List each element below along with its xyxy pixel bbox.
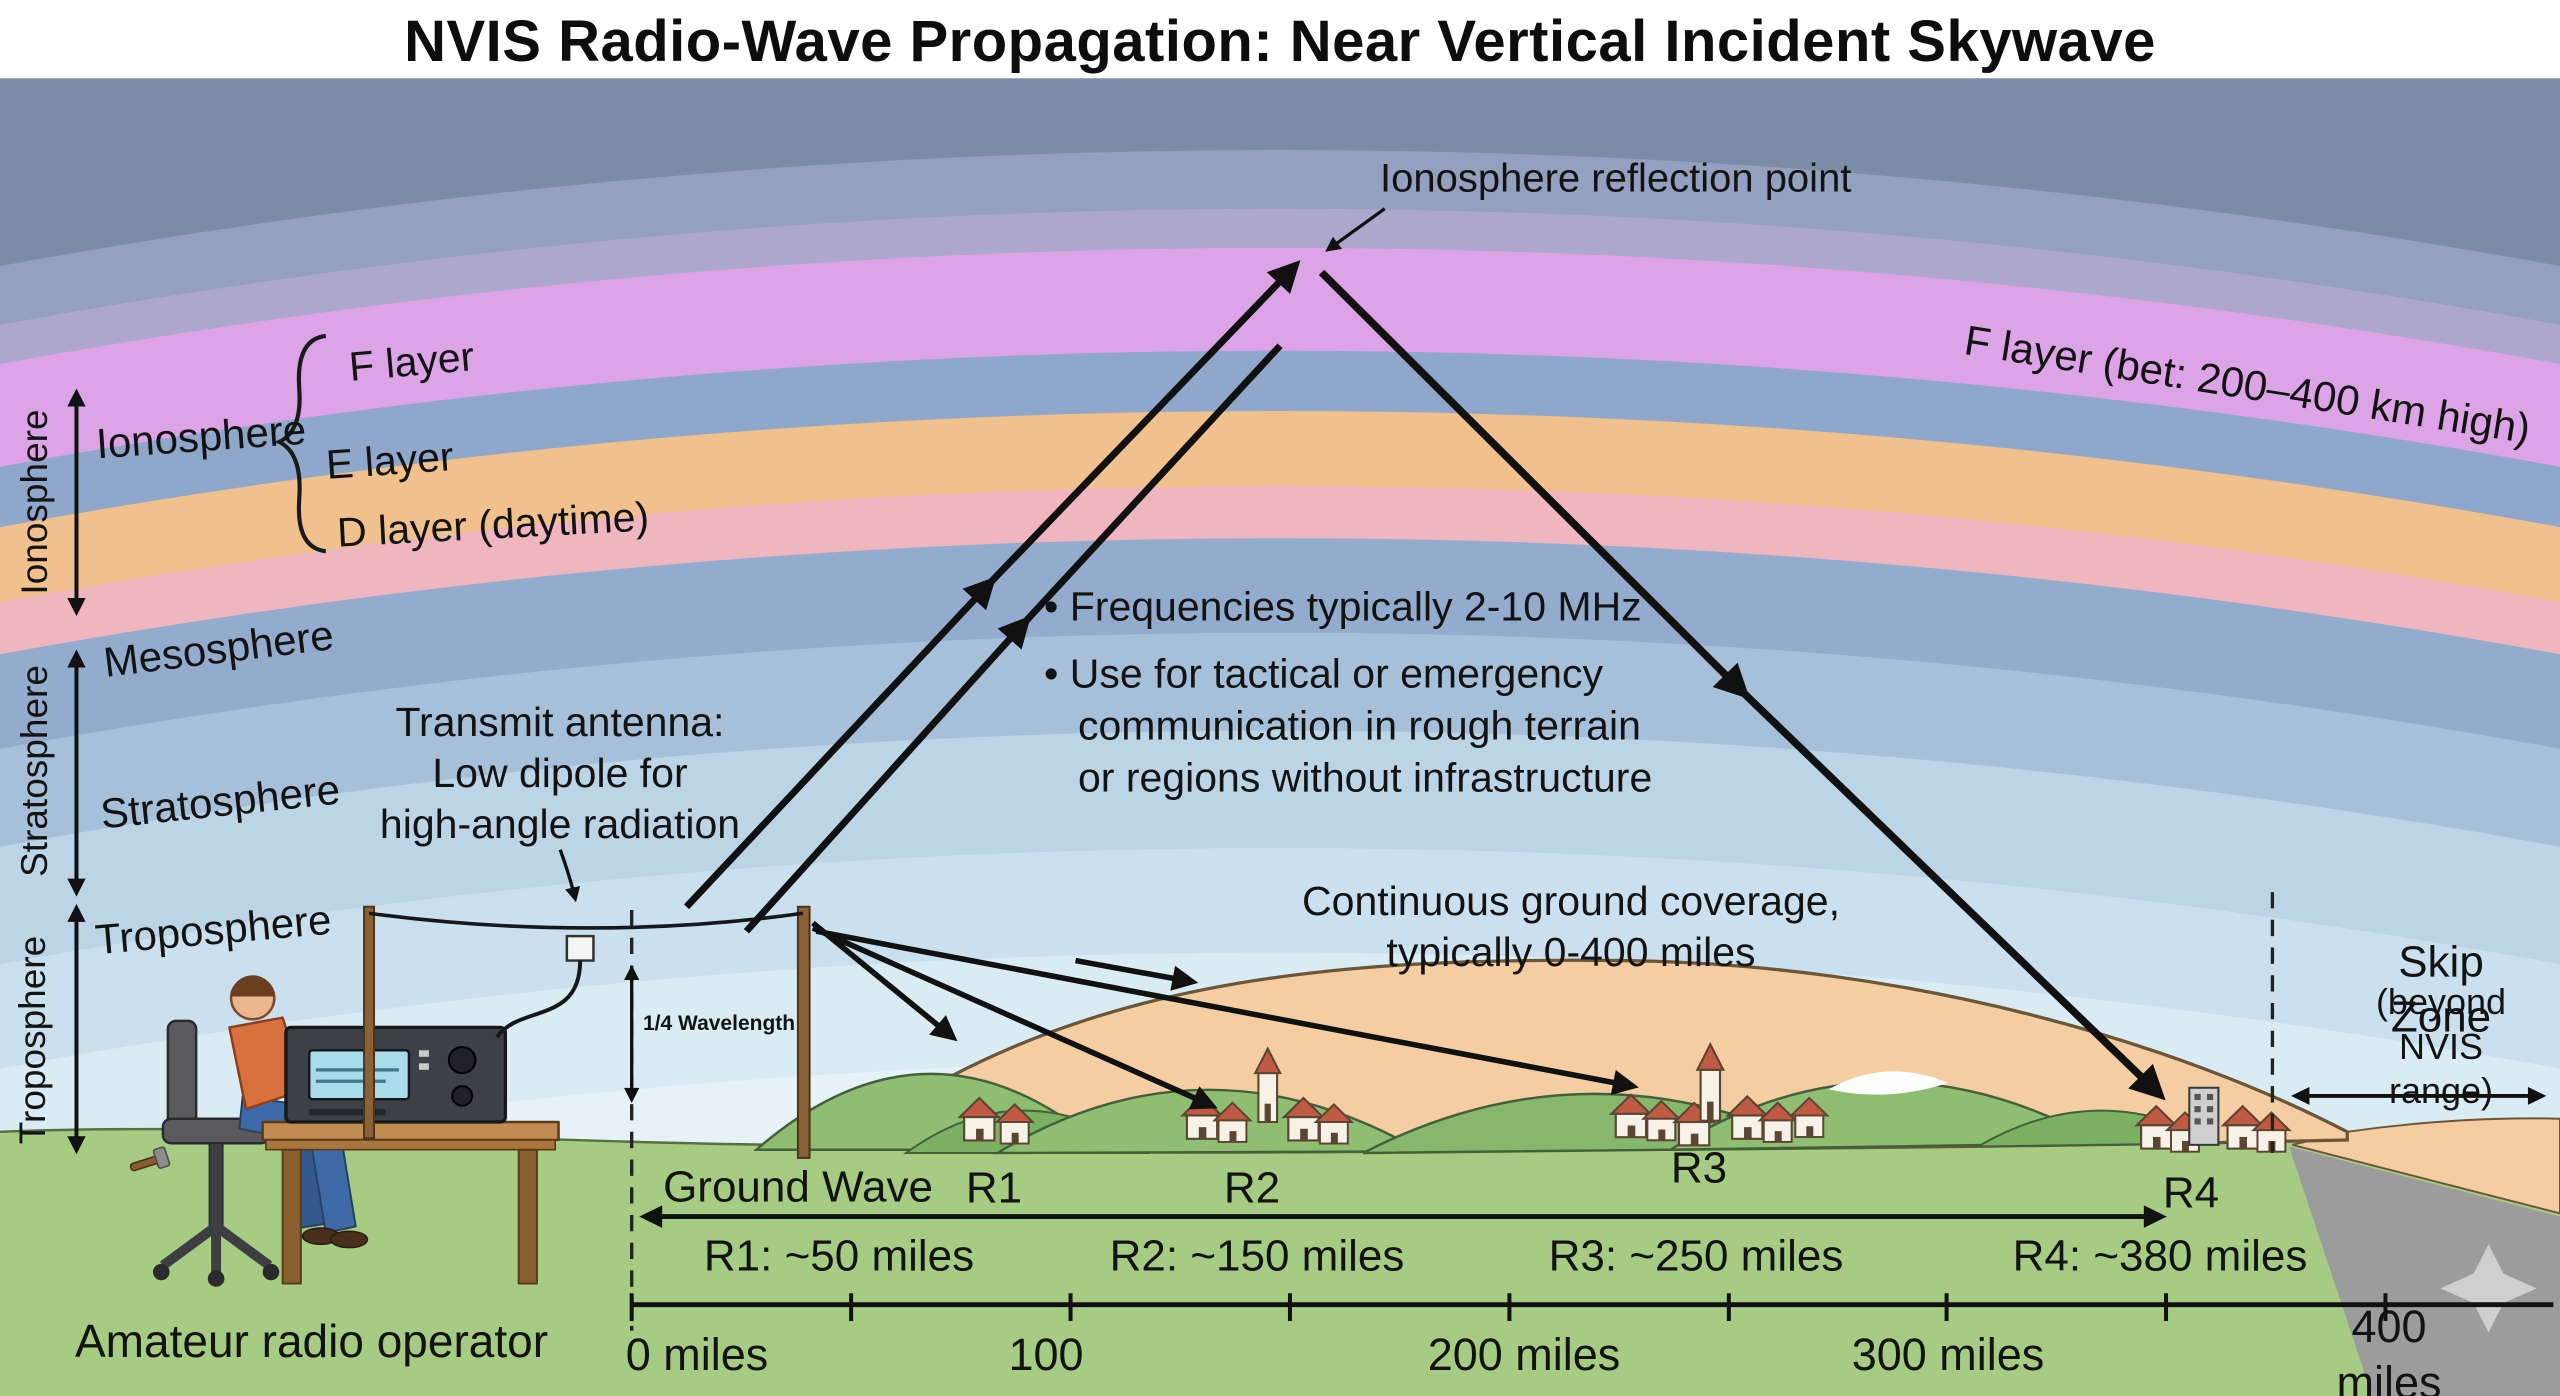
label-ground-wave: Ground Wave — [663, 1162, 933, 1212]
tool-icon — [129, 1146, 171, 1172]
arrows — [67, 207, 2547, 1228]
label-r2: R2 — [1223, 1163, 1281, 1213]
axis-label-300: 300 miles — [1851, 1329, 2045, 1381]
desk — [261, 1120, 560, 1285]
label-amateur-operator: Amateur radio operator — [75, 1315, 549, 1367]
side-label-ionosphere: Ionosphere — [14, 409, 55, 595]
ground-green — [0, 1129, 2560, 1396]
tuning-knob-icon — [447, 1046, 477, 1075]
label-r4-range: R4: ~380 miles — [2012, 1231, 2308, 1281]
coax-feedline — [495, 960, 583, 1039]
bullet-use-line1: • Use for tactical or emergency — [1044, 650, 1603, 697]
bullet-use-line2: communication in rough terrain — [1078, 702, 1641, 749]
layers-brace — [274, 333, 327, 554]
groundwave-fan-arrow-1 — [811, 920, 958, 1042]
antenna-pointer-arrow — [558, 849, 581, 903]
skywave-up-arrow-1 — [683, 260, 1301, 910]
antenna-pole-right — [796, 905, 811, 1159]
label-r4: R4 — [2162, 1168, 2220, 1218]
label-skip-zone: Skip Zone — [2390, 937, 2492, 1041]
label-r1: R1 — [965, 1163, 1023, 1213]
label-r3: R3 — [1670, 1143, 1728, 1193]
page-title: NVIS Radio-Wave Propagation: Near Vertic… — [404, 9, 2156, 74]
label-r2-range: R2: ~150 miles — [1109, 1231, 1405, 1281]
label-e-layer: E layer — [324, 433, 456, 488]
label-reflection-point: Ionosphere reflection point — [1380, 156, 1852, 201]
bullet-frequencies: • Frequencies typically 2-10 MHz — [1044, 583, 1642, 630]
label-skip-zone-sub: (beyond NVIS range) — [2375, 981, 2507, 1112]
axis-label-100: 100 — [1008, 1329, 1084, 1381]
compass-star-icon — [2440, 1244, 2537, 1333]
axis-label-400: 400 miles — [2336, 1301, 2442, 1396]
label-r1-range: R1: ~50 miles — [703, 1231, 975, 1281]
antenna — [363, 905, 811, 1159]
groundwave-fan-arrow-3 — [815, 928, 1639, 1096]
label-ground-coverage: Continuous ground coverage, typically 0-… — [1302, 878, 1840, 975]
antenna-pole-left — [363, 905, 376, 1140]
dipole-wire — [368, 911, 804, 930]
operator-scene — [129, 975, 560, 1287]
bullet-use-line3: or regions without infrastructure — [1078, 754, 1653, 801]
axis-label-200: 200 miles — [1427, 1329, 1621, 1381]
side-label-troposphere: Troposphere — [12, 935, 53, 1145]
coverage-pointer-arrow — [1075, 957, 1199, 991]
label-transmit-antenna: Transmit antenna: Low dipole for high-an… — [379, 698, 741, 847]
radio-display — [307, 1049, 411, 1101]
groundwave-fan-arrow-2 — [811, 925, 1218, 1110]
reflection-pointer-arrow — [1325, 207, 1386, 252]
side-label-stratosphere: Stratosphere — [14, 665, 55, 877]
feedpoint-balun — [565, 934, 595, 962]
label-quarter-wavelength: 1/4 Wavelength — [643, 1012, 796, 1035]
skywave-up-arrow-2 — [743, 343, 1283, 934]
label-r3-range: R3: ~250 miles — [1548, 1231, 1844, 1281]
volume-knob-icon — [451, 1085, 474, 1107]
skip-wedge — [2289, 1146, 2560, 1396]
skywave-down-arrow — [1318, 269, 2166, 1101]
axis-tick-marks — [629, 1293, 2388, 1321]
radio-transceiver — [284, 1025, 508, 1124]
chair-back — [166, 1019, 198, 1130]
distance-axis — [629, 1293, 2554, 1321]
axis-label-0: 0 miles — [625, 1329, 769, 1381]
